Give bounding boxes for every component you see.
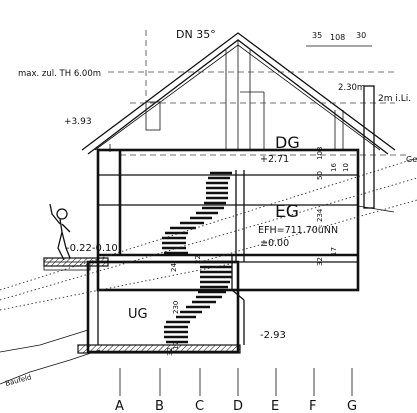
dim-dg-b: 16: [330, 163, 338, 172]
eaves-level-label: +3.93: [64, 117, 92, 127]
stairs-eg-dg: [162, 171, 232, 255]
dim-ug-height: 230: [172, 301, 180, 314]
grid-axis-B: B: [155, 399, 164, 413]
dg-level: +2.71: [260, 154, 289, 165]
dim-dg-height: 108: [316, 147, 324, 160]
dim-eg-b: 32: [316, 257, 324, 266]
dim-ug-a: 17: [172, 341, 180, 350]
dim-stair-b: 22: [194, 255, 202, 264]
ug-name: UG: [128, 307, 148, 322]
grid-axes: [119, 368, 353, 396]
partial-label: Ge: [406, 155, 417, 164]
scale-figure: [49, 203, 71, 261]
dim-top-1: 35: [312, 31, 322, 40]
roof-pitch-label: DN 35°: [176, 28, 216, 41]
grid-axis-E: E: [271, 399, 279, 413]
grid-axis-D: D: [233, 399, 243, 413]
dim-dg-a: 50: [316, 171, 324, 180]
eg-name: EG: [275, 202, 299, 222]
grid-axis-G: G: [347, 399, 357, 413]
dim-ug-b: 32: [166, 347, 174, 356]
grid-axis-C: C: [195, 399, 204, 413]
dg-name: DG: [275, 133, 300, 152]
dim-stair-a: 24: [170, 263, 178, 272]
clear-width-label: 2m i.Li.: [378, 94, 411, 104]
eg-level: ±0.00: [260, 238, 289, 249]
roof: [81, 32, 396, 155]
max-height-label: max. zul. TH 6.00m: [18, 69, 101, 79]
dim-eg-a: 17: [330, 247, 338, 256]
terrain-label: Baufeld: [4, 373, 32, 388]
ug-level: -2.93: [260, 330, 286, 341]
eg-efh: EFH=711.70üNN: [258, 225, 338, 236]
terrace-slab: [43, 261, 91, 271]
chimney: [363, 85, 375, 209]
terrain: [0, 157, 417, 385]
width-230-label: 2.30m: [338, 83, 365, 93]
dim-eg-height: 234: [316, 208, 324, 222]
grid-axis-A: A: [115, 399, 124, 413]
grid-axis-F: F: [309, 399, 316, 413]
dim-top-2: 108: [330, 33, 345, 42]
dim-top-3: 30: [356, 31, 366, 40]
terrace-level-label: -0.22-0.10: [66, 243, 118, 254]
dim-dg-stair: 10: [342, 163, 350, 172]
